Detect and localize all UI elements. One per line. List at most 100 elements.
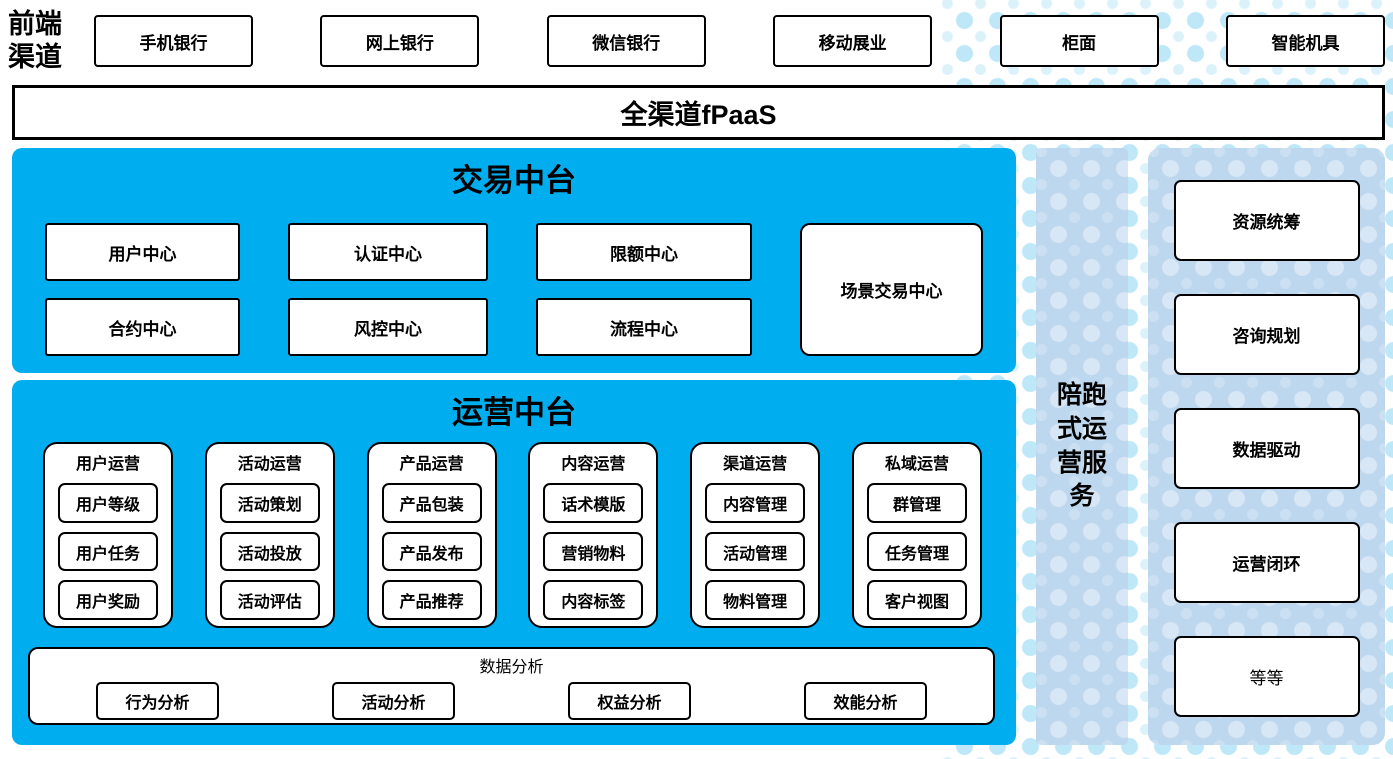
group-activity-operation: 活动运营 活动策划 活动投放 活动评估 (204, 442, 335, 628)
data-analysis-row: 行为分析 活动分析 权益分析 效能分析 (30, 682, 993, 720)
center-box-limit: 限额中心 (536, 223, 752, 281)
operations-platform-block: 运营中台 用户运营 用户等级 用户任务 用户奖励 活动运营 活动策划 活动投放 … (12, 380, 1016, 745)
group-item-label: 客户视图 (884, 594, 949, 612)
center-box-auth: 认证中心 (288, 223, 488, 281)
channel-label: 手机银行 (139, 33, 208, 53)
channel-box-mobile-banking: 手机银行 (94, 15, 253, 67)
operations-platform-title: 运营中台 (452, 395, 576, 430)
group-item: 活动投放 (219, 531, 320, 572)
fpaas-bar: 全渠道fPaaS (12, 85, 1385, 140)
service-label: 运营闭环 (1232, 555, 1301, 574)
center-label: 风控中心 (354, 319, 422, 339)
channel-label: 移动展业 (818, 33, 887, 53)
trade-platform-title: 交易中台 (452, 163, 576, 198)
front-channels-boxes: 手机银行 网上银行 微信银行 移动展业 柜面 智能机具 (94, 15, 1385, 67)
group-content-operation: 内容运营 话术模版 营销物料 内容标签 (528, 442, 659, 628)
group-item-label: 物料管理 (723, 594, 788, 612)
group-title: 渠道运营 (723, 456, 788, 473)
fpaas-label: 全渠道fPaaS (620, 100, 777, 130)
service-box-resource-planning: 资源统筹 (1173, 180, 1360, 261)
data-analysis-title: 数据分析 (479, 659, 544, 676)
group-item: 活动评估 (219, 580, 320, 621)
service-label: 咨询规划 (1232, 327, 1301, 346)
group-item: 内容标签 (543, 580, 644, 621)
group-item-label: 活动管理 (723, 545, 788, 563)
channel-box-online-banking: 网上银行 (320, 15, 480, 67)
group-title: 内容运营 (561, 456, 626, 473)
group-item-label: 内容标签 (561, 594, 626, 612)
analysis-label: 权益分析 (597, 695, 662, 712)
group-item: 产品发布 (381, 531, 482, 572)
group-item-label: 活动策划 (237, 496, 302, 514)
channel-box-smart-machine: 智能机具 (1225, 15, 1385, 67)
group-item-label: 用户奖励 (75, 594, 140, 612)
center-label: 认证中心 (354, 244, 422, 264)
analysis-label: 行为分析 (125, 695, 190, 712)
center-label: 用户中心 (108, 244, 177, 264)
service-label: 等等 (1249, 669, 1284, 688)
group-item: 群管理 (866, 483, 967, 523)
group-item: 用户等级 (58, 483, 158, 523)
group-item: 活动管理 (705, 531, 806, 572)
group-item-label: 营销物料 (561, 545, 626, 563)
group-item-label: 用户等级 (75, 496, 140, 514)
service-box-data-driven: 数据驱动 (1173, 408, 1360, 489)
analysis-box-efficiency: 效能分析 (804, 682, 927, 720)
analysis-box-behavior: 行为分析 (96, 682, 219, 720)
center-label: 场景交易中心 (840, 282, 943, 301)
group-item-label: 内容管理 (723, 496, 788, 514)
service-label: 资源统筹 (1232, 213, 1301, 232)
service-box-etc: 等等 (1173, 636, 1360, 717)
group-item: 任务管理 (866, 531, 967, 572)
channel-box-counter: 柜面 (999, 15, 1159, 67)
data-analysis-container: 数据分析 行为分析 活动分析 权益分析 效能分析 (28, 647, 995, 725)
front-channels-row: 前端渠道 手机银行 网上银行 微信银行 移动展业 柜面 智能机具 (8, 8, 1385, 74)
center-box-risk: 风控中心 (288, 298, 488, 356)
service-box-closed-loop: 运营闭环 (1173, 522, 1360, 603)
group-item: 产品包装 (381, 483, 482, 523)
group-title: 活动运营 (237, 456, 302, 473)
group-item: 物料管理 (705, 580, 806, 621)
companion-operation-service-bar: 陪跑式运营服务 (1036, 148, 1128, 745)
operation-groups-row: 用户运营 用户等级 用户任务 用户奖励 活动运营 活动策划 活动投放 活动评估 … (43, 442, 982, 628)
group-item: 用户奖励 (58, 580, 158, 621)
channel-label: 网上银行 (365, 33, 434, 53)
center-label: 限额中心 (610, 244, 678, 264)
center-box-scene-trade: 场景交易中心 (800, 223, 983, 356)
service-label: 数据驱动 (1232, 441, 1301, 460)
companion-service-label: 陪跑式运营服务 (1057, 381, 1108, 511)
group-item-label: 活动评估 (237, 594, 302, 612)
channel-box-wechat-banking: 微信银行 (546, 15, 706, 67)
group-item-label: 群管理 (892, 496, 941, 514)
group-item: 内容管理 (705, 483, 806, 523)
front-channels-label: 前端渠道 (8, 9, 62, 72)
group-item-label: 用户任务 (75, 545, 140, 563)
analysis-label: 效能分析 (833, 695, 898, 712)
channel-label: 柜面 (1062, 33, 1097, 53)
group-item: 客户视图 (866, 580, 967, 621)
group-title: 用户运营 (75, 456, 140, 473)
analysis-box-activity: 活动分析 (332, 682, 455, 720)
service-panel: 资源统筹 咨询规划 数据驱动 运营闭环 等等 (1148, 148, 1385, 745)
trade-centers-grid: 用户中心 认证中心 限额中心 场景交易中心 合约中心 风控中心 流程中心 (45, 223, 983, 356)
group-item-label: 产品推荐 (399, 594, 464, 612)
group-item: 产品推荐 (381, 580, 482, 621)
group-user-operation: 用户运营 用户等级 用户任务 用户奖励 (43, 442, 173, 628)
center-label: 流程中心 (610, 319, 678, 339)
channel-box-mobile-sales: 移动展业 (773, 15, 933, 67)
center-box-process: 流程中心 (536, 298, 752, 356)
group-product-operation: 产品运营 产品包装 产品发布 产品推荐 (366, 442, 497, 628)
group-channel-operation: 渠道运营 内容管理 活动管理 物料管理 (690, 442, 821, 628)
group-item-label: 任务管理 (884, 545, 949, 563)
center-box-user: 用户中心 (45, 223, 240, 281)
center-box-contract: 合约中心 (45, 298, 240, 356)
group-title: 产品运营 (399, 456, 464, 473)
group-item-label: 产品包装 (399, 496, 464, 514)
group-item: 话术模版 (543, 483, 644, 523)
analysis-label: 活动分析 (361, 695, 426, 712)
group-item-label: 产品发布 (399, 545, 464, 563)
group-item: 活动策划 (219, 483, 320, 523)
group-item-label: 话术模版 (561, 496, 626, 514)
group-item: 用户任务 (58, 531, 158, 572)
